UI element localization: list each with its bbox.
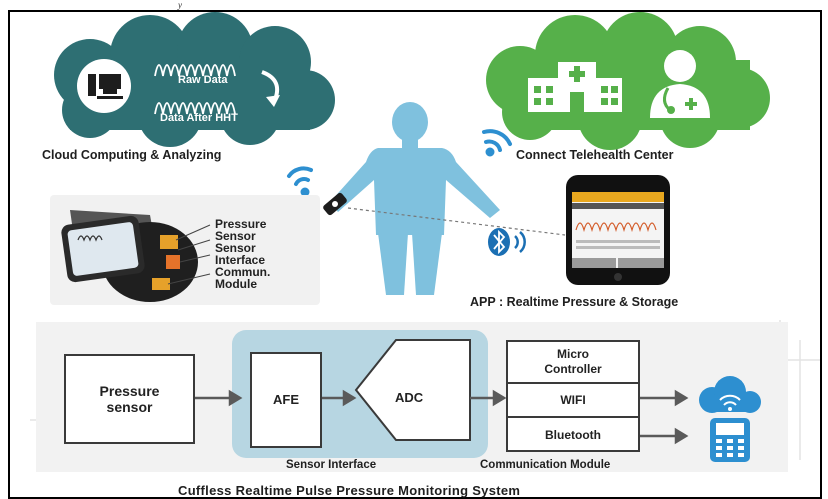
watch-label-5: Commun. [215, 265, 271, 279]
communication-module-label: Communication Module [480, 459, 611, 471]
wifi-cell: WIFI [508, 384, 638, 418]
wifi-signal-icon-2 [482, 129, 512, 157]
micro-line1: Micro [556, 347, 589, 361]
communication-module-block: Micro Controller WIFI Bluetooth [506, 340, 640, 452]
watch-label-4: Interface [215, 253, 266, 267]
header-fragment: y [178, 0, 182, 10]
afe-block: AFE [250, 352, 322, 448]
app-caption: APP : Realtime Pressure & Storage [470, 295, 679, 309]
watch-label-3: Sensor [215, 241, 256, 255]
watch-label-1: Pressure [215, 217, 267, 231]
pressure-sensor-block: Pressure sensor [64, 354, 195, 444]
hht-data-waveform [154, 102, 236, 115]
bluetooth-icon [488, 228, 526, 256]
wireless-link [347, 207, 566, 236]
telehealth-caption: Connect Telehealth Center [516, 148, 674, 162]
afe-label: AFE [273, 392, 299, 407]
adc-block [354, 339, 471, 441]
micro-controller-cell: Micro Controller [508, 342, 638, 384]
data-after-hht-label: Data After HHT [160, 112, 238, 124]
cloud-computing-caption: Cloud Computing & Analyzing [42, 148, 222, 162]
hospital-icon [528, 62, 622, 112]
wifi-label: WIFI [560, 393, 586, 407]
raw-data-waveform [154, 64, 236, 77]
watch-label-6: Module [215, 277, 257, 291]
bluetooth-cell: Bluetooth [508, 418, 638, 452]
figure-title: Cuffless Realtime Pulse Pressure Monitor… [178, 483, 521, 498]
bluetooth-label: Bluetooth [545, 428, 601, 442]
signal-arrows [195, 389, 689, 445]
watch-illustration [50, 195, 320, 305]
pressure-sensor-line1: Pressure [99, 383, 160, 399]
pressure-sensor-line2: sensor [106, 399, 153, 415]
computer-icon [77, 59, 131, 113]
watch-label-2: Sensor [215, 229, 256, 243]
adc-label: ADC [395, 390, 424, 405]
smartphone-app [566, 175, 670, 285]
cloud-wifi-icon [699, 376, 761, 413]
doctor-icon [650, 50, 710, 118]
mobile-phone-icon [710, 418, 750, 462]
raw-data-label: Raw Data [178, 74, 228, 86]
person-figure [330, 102, 500, 295]
micro-line2: Controller [544, 362, 602, 376]
sensor-interface-label: Sensor Interface [286, 459, 377, 471]
wifi-signal-icon [287, 166, 313, 197]
